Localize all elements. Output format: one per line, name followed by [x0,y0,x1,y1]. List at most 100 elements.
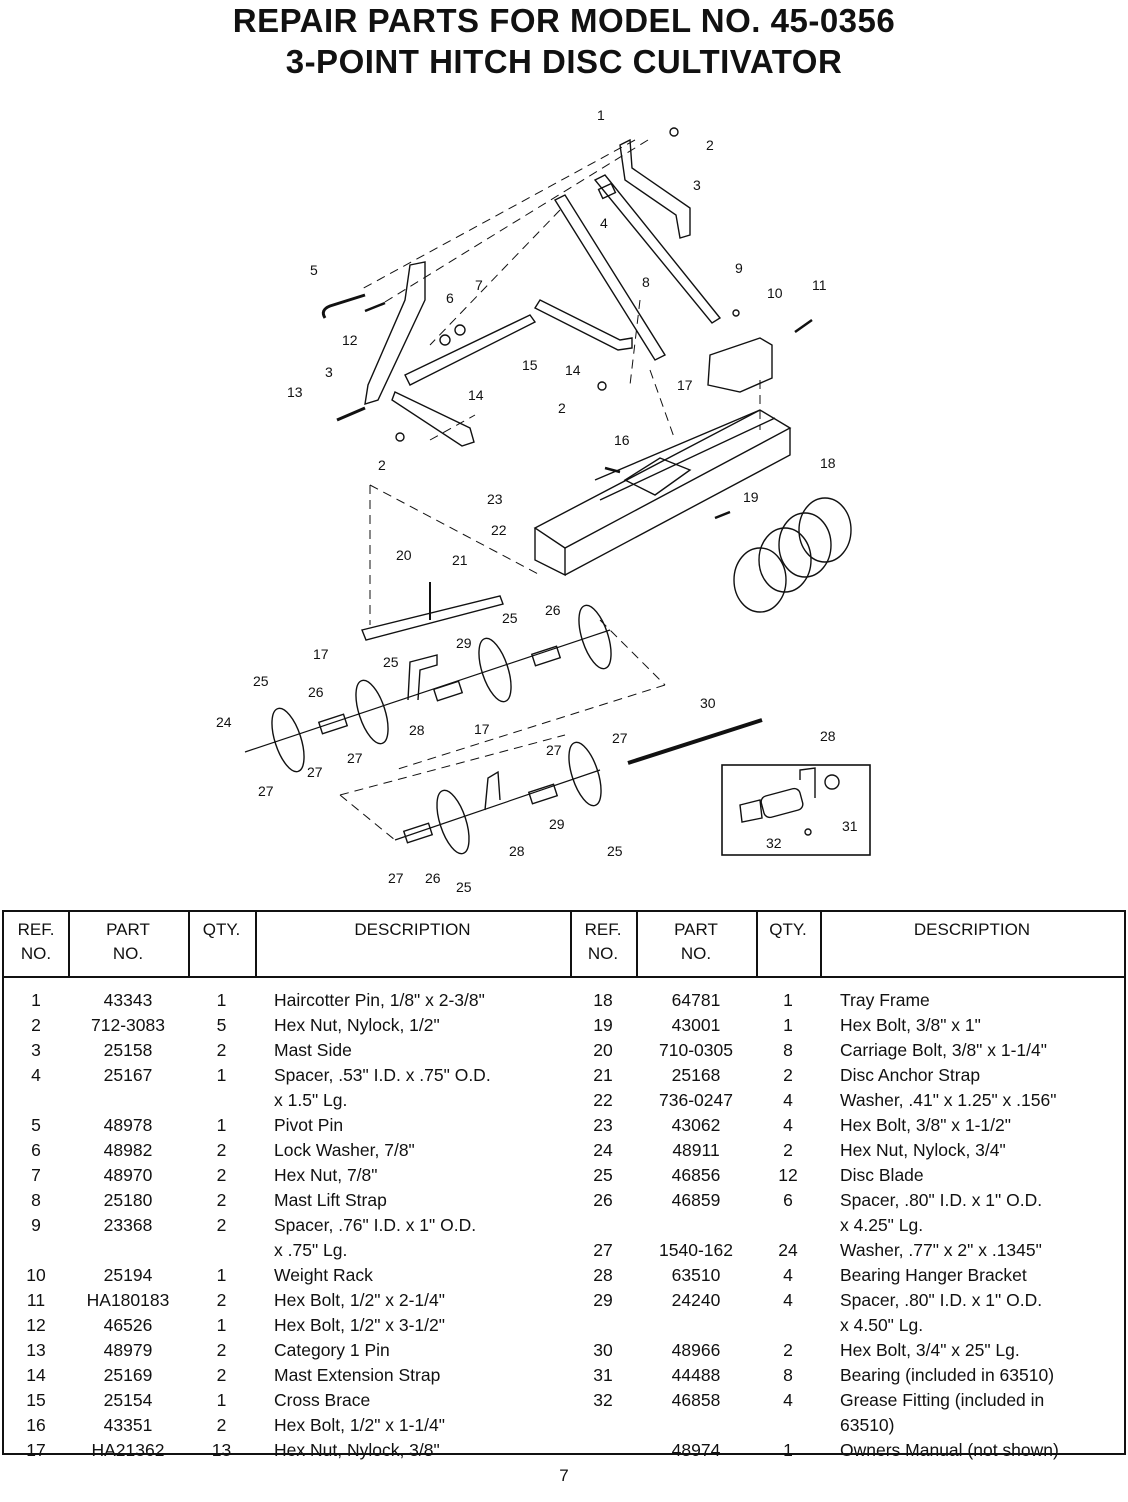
description-cell: Hex Bolt, 3/8" x 1" [840,1015,981,1035]
callout-label: 16 [614,432,630,448]
ref-no-cell: 28 [593,1265,613,1285]
description-cell: Grease Fitting (included in [840,1390,1045,1410]
ref-no-cell: 26 [593,1190,613,1210]
description-cell: x .75" Lg. [274,1240,348,1260]
part-no-cell: 43001 [671,1015,721,1035]
part-no-cell: 25180 [103,1190,153,1210]
part-no-cell: 736-0247 [659,1090,733,1110]
part-no-cell: 43062 [671,1115,721,1135]
qty-cell: 8 [783,1040,793,1060]
ref-no-cell: 23 [593,1115,613,1135]
part-no-cell: 44488 [671,1365,721,1385]
ref-no-cell: 1 [31,990,41,1010]
part-no-cell: 24240 [671,1290,721,1310]
callout-label: 29 [549,816,565,832]
callout-label: 20 [396,547,412,563]
callout-label: 28 [409,722,425,738]
header-ref-no: REF.NO. [584,920,622,963]
description-cell: Hex Nut, Nylock, 3/8" [274,1440,440,1460]
ref-no-cell: 6 [31,1140,41,1160]
callout-label: 9 [735,260,743,276]
part-no-cell: 43343 [103,990,153,1010]
qty-cell: 1 [216,1115,227,1135]
ref-no-cell: 31 [593,1365,613,1385]
part-no-cell: 25158 [103,1040,153,1060]
part-no-cell: 48911 [672,1140,720,1160]
description-cell: Category 1 Pin [274,1340,390,1360]
callout-label: 15 [522,357,538,373]
part-no-cell: 46856 [671,1165,721,1185]
ref-no-cell: 14 [26,1365,46,1385]
ref-no-cell: 5 [31,1115,41,1135]
callout-label: 27 [347,750,363,766]
page-title-line-1: REPAIR PARTS FOR MODEL NO. 45-0356 [232,2,896,39]
callout-label: 4 [600,215,608,231]
qty-cell: 1 [783,1440,793,1460]
qty-cell: 1 [216,1265,227,1285]
description-cell: 63510) [840,1415,895,1435]
ref-no-cell: 22 [593,1090,613,1110]
description-cell: Mast Extension Strap [274,1365,441,1385]
ref-no-cell: 27 [593,1240,613,1260]
callout-label: 23 [487,491,503,507]
callout-label: 2 [558,400,566,416]
callout-label: 26 [308,684,324,700]
callout-label: 18 [820,455,836,471]
ref-no-cell: 3 [31,1040,41,1060]
part-no-cell: 46859 [671,1190,721,1210]
qty-cell: 2 [216,1040,227,1060]
description-cell: Carriage Bolt, 3/8" x 1-1/4" [840,1040,1047,1060]
part-no-cell: 48978 [103,1115,153,1135]
ref-no-cell: 12 [26,1315,46,1335]
ref-no-cell: 29 [593,1290,613,1310]
callout-label: 25 [502,610,518,626]
part-no-cell: 25169 [103,1365,153,1385]
callout-label: 2 [706,137,714,153]
callout-label: 26 [545,602,561,618]
callout-label: 19 [743,489,759,505]
callout-label: 32 [766,835,782,851]
qty-cell: 12 [778,1165,798,1185]
callout-label: 31 [842,818,858,834]
part-no-cell: 25154 [103,1390,153,1410]
part-no-cell: 48970 [103,1165,153,1185]
callout-label: 25 [253,673,269,689]
qty-cell: 5 [216,1015,227,1035]
part-no-cell: 48974 [671,1440,721,1460]
description-cell: Tray Frame [840,990,930,1010]
qty-cell: 1 [216,1065,227,1085]
table-row: 3 25158 2 Mast Side [4,1038,570,1063]
callout-label: 8 [642,274,650,290]
callout-label: 29 [456,635,472,651]
ref-no-cell: 11 [26,1290,46,1310]
callout-label: 6 [446,290,454,306]
callout-label: 27 [546,742,562,758]
part-no-cell: 48966 [671,1340,721,1360]
part-no-cell: 23368 [103,1215,153,1235]
callout-label: 11 [812,277,827,293]
description-cell: x 1.5" Lg. [274,1090,348,1110]
ref-no-cell: 17 [26,1440,46,1460]
description-cell: Hex Bolt, 1/2" x 2-1/4" [274,1290,445,1310]
part-no-cell: 25168 [671,1065,721,1085]
description-cell: Mast Side [274,1040,352,1060]
